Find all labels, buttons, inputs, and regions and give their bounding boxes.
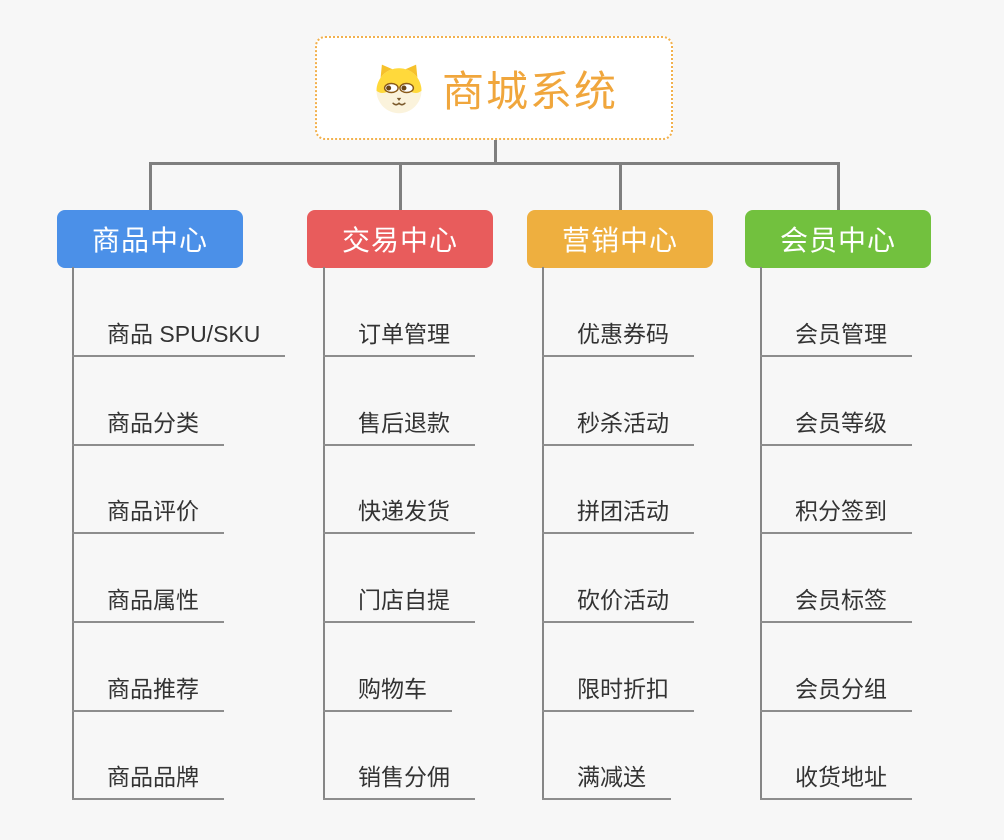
leaf-node[interactable]: 商品分类 [72,409,224,446]
leaf-node[interactable]: 拼团活动 [542,497,694,534]
leaf-node[interactable]: 积分签到 [760,497,912,534]
branch-product-center[interactable]: 商品中心 [57,210,243,268]
branch-member-center[interactable]: 会员中心 [745,210,931,268]
connector-bus [149,162,840,165]
leaf-node[interactable]: 订单管理 [323,320,475,357]
leaf-node[interactable]: 会员分组 [760,675,912,712]
leaf-node[interactable]: 商品属性 [72,586,224,623]
branch-trade-center[interactable]: 交易中心 [307,210,493,268]
branch-marketing-center[interactable]: 营销中心 [527,210,713,268]
leaf-node[interactable]: 售后退款 [323,409,475,446]
leaf-node[interactable]: 限时折扣 [542,675,694,712]
connector-drop [399,162,402,210]
leaf-node[interactable]: 满减送 [542,763,671,800]
connector-drop [149,162,152,210]
leaf-node[interactable]: 商品 SPU/SKU [72,320,286,357]
leaf-node[interactable]: 快递发货 [323,497,475,534]
leaf-node[interactable]: 门店自提 [323,586,475,623]
leaf-node[interactable]: 商品推荐 [72,675,224,712]
leaf-node[interactable]: 优惠券码 [542,320,694,357]
leaf-node[interactable]: 商品评价 [72,497,224,534]
root-node[interactable]: 商城系统 [315,36,673,140]
leaf-node[interactable]: 砍价活动 [542,586,694,623]
connector-drop [837,162,840,210]
leaf-node[interactable]: 商品品牌 [72,763,224,800]
leaf-node[interactable]: 会员标签 [760,586,912,623]
leaf-node[interactable]: 会员等级 [760,409,912,446]
leaf-node[interactable]: 销售分佣 [323,763,475,800]
dog-face-icon [376,64,422,114]
root-title: 商城系统 [441,67,618,115]
leaf-node[interactable]: 秒杀活动 [542,409,694,446]
leaf-node[interactable]: 会员管理 [760,320,912,357]
connector-root-stub [494,140,497,165]
connector-drop [619,162,622,210]
leaf-node[interactable]: 购物车 [323,675,452,712]
leaf-node[interactable]: 收货地址 [760,763,912,800]
